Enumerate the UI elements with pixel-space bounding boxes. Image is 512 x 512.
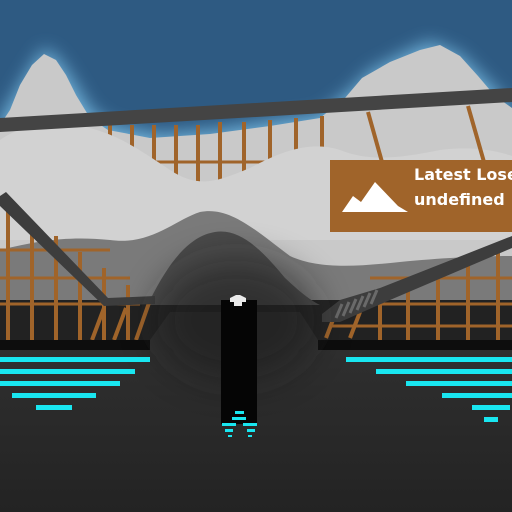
stick-grip-tape	[334, 289, 379, 319]
hockey-stick-right	[322, 236, 512, 322]
left-fence	[0, 192, 155, 350]
player-body	[221, 300, 257, 424]
right-neon-stairs	[346, 357, 512, 422]
hockey-stick-left	[0, 192, 155, 306]
player-head-icon	[230, 295, 246, 306]
mountain-icon	[342, 182, 408, 212]
player-character	[221, 295, 257, 437]
player-feet-neon	[222, 411, 257, 437]
top-rail	[0, 88, 512, 132]
left-neon-stairs	[0, 357, 150, 410]
latest-loser-sign: Latest Loser: undefined	[330, 160, 512, 232]
left-platform	[0, 340, 150, 350]
sign-loser-name: undefined	[414, 190, 505, 209]
right-platform	[318, 340, 512, 350]
right-fence	[318, 236, 512, 350]
sign-ropes	[366, 105, 486, 163]
sign-title: Latest Loser:	[414, 165, 512, 184]
